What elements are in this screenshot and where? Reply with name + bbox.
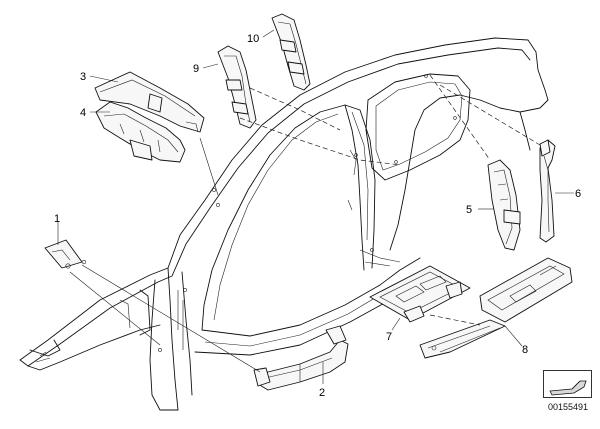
part-2-sill-bracket	[253, 325, 349, 391]
callout-10: 10	[247, 33, 259, 45]
part-3-reinforcement	[94, 71, 205, 133]
callout-5: 5	[466, 204, 472, 216]
part-10-reinforcement	[271, 13, 311, 91]
part-8-rocker-reinforcement	[419, 257, 573, 359]
callout-3: 3	[80, 71, 86, 83]
reference-number: 00155491	[547, 402, 589, 412]
part-7-sill-plate	[369, 265, 471, 323]
part-5-bracket	[487, 159, 521, 251]
callout-8: 8	[522, 344, 528, 356]
callout-2: 2	[319, 387, 325, 399]
leader-lines	[57, 29, 574, 384]
reference-thumbnail	[543, 370, 592, 398]
callout-1: 1	[54, 213, 60, 225]
part-6-reinforcement	[539, 139, 556, 243]
callout-4: 4	[80, 107, 86, 119]
part-1-bracket	[44, 239, 87, 269]
body-side-frame	[19, 37, 549, 411]
callout-7: 7	[386, 331, 392, 343]
callout-6: 6	[575, 188, 581, 200]
assembly-lines	[239, 74, 541, 326]
callout-9: 9	[193, 63, 199, 75]
callouts: 1 2 3 4 5 6 7 8 9 10	[54, 33, 581, 399]
part-9-reinforcement	[217, 45, 257, 129]
sill-thumbnail-icon	[549, 380, 587, 396]
part-4-reinforcement	[95, 101, 186, 163]
